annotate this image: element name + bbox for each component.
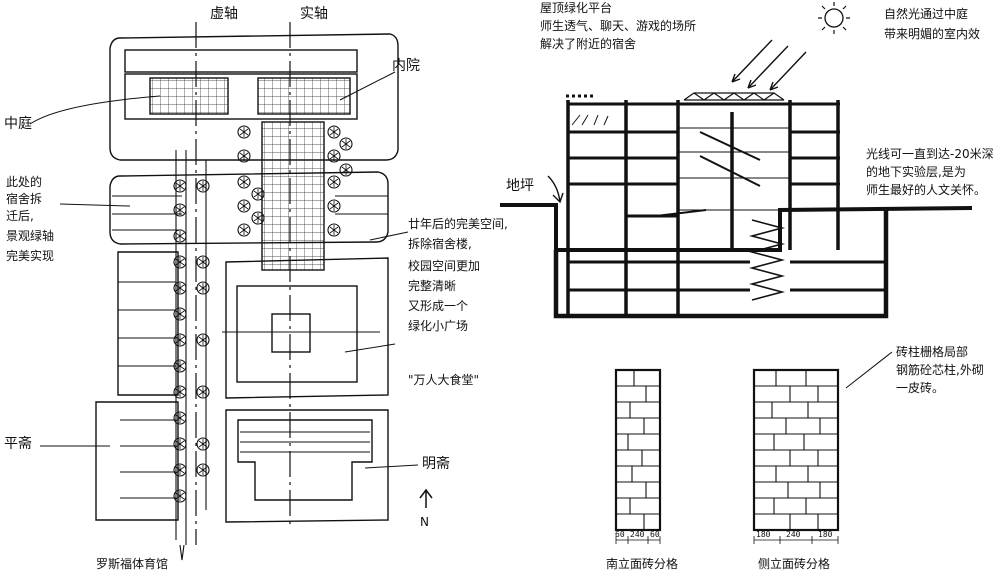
stair-icon bbox=[748, 219, 786, 301]
brick-pier-side bbox=[752, 368, 840, 544]
mingzhai-outline bbox=[225, 409, 389, 523]
caption-side: 侧立面砖分格 bbox=[758, 556, 830, 571]
note-brick-line-1: 砖柱栅格局部 bbox=[896, 344, 968, 359]
brick-pier-front bbox=[614, 368, 662, 544]
building-section bbox=[500, 2, 973, 319]
inner-court-grid-2 bbox=[257, 77, 351, 115]
canteen-core bbox=[271, 313, 311, 353]
dim-front-1: 60 bbox=[615, 530, 625, 539]
note-roof-line-1: 屋顶绿化平台 bbox=[540, 0, 612, 15]
dim-front-3: 60 bbox=[650, 530, 660, 539]
note-roof-line-3: 解决了附近的宿舍 bbox=[540, 36, 636, 51]
middle-court-leader bbox=[29, 95, 161, 125]
note-left-line-4: 景观绿轴 bbox=[6, 228, 54, 243]
inner-court-label: 内院 bbox=[392, 58, 420, 74]
note-right-line-4: 完整清晰 bbox=[408, 278, 456, 293]
pingzhai-label: 平斋 bbox=[4, 435, 32, 452]
mingzhai-label: 明斋 bbox=[422, 455, 450, 472]
svg-text:N: N bbox=[420, 515, 429, 529]
ground-label: 地坪 bbox=[506, 178, 534, 194]
note-right-line-6: 绿化小广场 bbox=[408, 318, 468, 333]
canteen-label: "万人大食堂" bbox=[408, 372, 479, 387]
roof-truss bbox=[683, 92, 785, 101]
north-building-frame bbox=[124, 73, 358, 120]
note-sun-line-1: 自然光通过中庭 bbox=[884, 6, 968, 21]
caption-front: 南立面砖分格 bbox=[606, 556, 678, 571]
north-building bbox=[124, 49, 358, 73]
note-left-line-2: 宿舍拆 bbox=[6, 191, 42, 206]
pingzhai-block bbox=[95, 401, 179, 521]
middle-court-label: 中庭 bbox=[4, 115, 32, 132]
note-light: 光线可一直到达-20米深 的地下实验层,是为 师生最好的人文关怀。 bbox=[866, 147, 994, 197]
note-light-line-1: 光线可一直到达-20米深 bbox=[866, 147, 994, 161]
note-right-line-2: 拆除宿舍楼, bbox=[408, 236, 472, 251]
canteen-outline bbox=[225, 257, 389, 399]
north-arrow-icon: N bbox=[419, 488, 433, 529]
ground-line bbox=[500, 203, 973, 252]
mingzhai-leader bbox=[364, 464, 419, 469]
tree-row-east bbox=[196, 179, 210, 477]
note-brick-leader bbox=[845, 351, 893, 389]
central-plaza-grid bbox=[261, 121, 325, 271]
dim-side-1: 180 bbox=[756, 530, 771, 539]
note-sun: 自然光通过中庭 带来明媚的室内效 bbox=[884, 6, 980, 41]
note-roof: 屋顶绿化平台 师生透气、聊天、游戏的场所 解决了附近的宿舍 bbox=[540, 0, 696, 51]
middle-block-outline bbox=[109, 171, 389, 245]
note-roof-line-2: 师生透气、聊天、游戏的场所 bbox=[540, 18, 696, 33]
dim-side-2: 240 bbox=[786, 530, 801, 539]
note-left: 此处的 宿舍拆 迁后, 景观绿轴 完美实现 bbox=[6, 174, 131, 263]
note-light-line-2: 的地下实验层,是为 bbox=[866, 164, 966, 179]
entry-arrow-icon bbox=[547, 175, 564, 204]
note-right-line-1: 廿年后的完美空间, bbox=[408, 216, 508, 231]
note-brick-line-3: 一皮砖。 bbox=[896, 380, 944, 395]
note-sun-line-2: 带来明媚的室内效 bbox=[884, 26, 980, 41]
west-block bbox=[117, 251, 179, 396]
canteen-leader bbox=[344, 343, 396, 353]
dim-side-3: 180 bbox=[818, 530, 833, 539]
canteen-building bbox=[236, 285, 358, 383]
note-brick: 砖柱栅格局部 钢筋砼芯柱,外砌 一皮砖。 bbox=[845, 344, 984, 395]
sun-icon bbox=[818, 2, 850, 34]
note-left-line-3: 迁后, bbox=[6, 209, 34, 223]
gym-label: 罗斯福体育馆 bbox=[96, 556, 168, 571]
note-left-line-1: 此处的 bbox=[6, 174, 42, 189]
note-light-line-3: 师生最好的人文关怀。 bbox=[866, 182, 986, 197]
note-right-line-5: 又形成一个 bbox=[408, 299, 468, 313]
virtual-axis-label: 虚轴 bbox=[210, 6, 238, 22]
note-right-line-3: 校园空间更加 bbox=[408, 258, 480, 273]
note-right: 廿年后的完美空间, 拆除宿舍楼, 校园空间更加 完整清晰 又形成一个 绿化小广场 bbox=[369, 216, 508, 333]
light-ray-arrows bbox=[731, 39, 807, 91]
inner-court-grid bbox=[149, 77, 229, 115]
note-left-line-5: 完美实现 bbox=[6, 248, 54, 263]
mingzhai-building bbox=[237, 419, 373, 501]
note-brick-line-2: 钢筋砼芯柱,外砌 bbox=[896, 362, 984, 377]
dim-front-2: 240 bbox=[630, 530, 645, 539]
north-block-outline bbox=[109, 33, 399, 161]
real-axis-label: 实轴 bbox=[300, 6, 328, 22]
inner-court-leader bbox=[339, 71, 396, 101]
site-plan bbox=[95, 22, 399, 561]
